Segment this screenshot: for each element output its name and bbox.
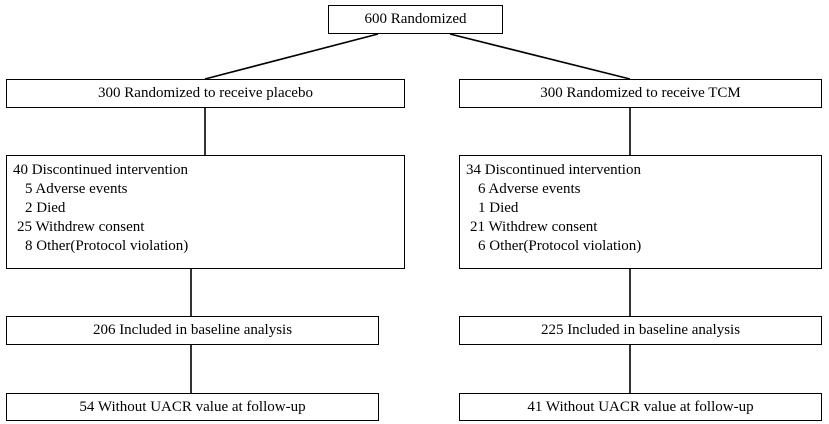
tcm-baseline-box: 225 Included in baseline analysis <box>459 316 822 345</box>
placebo-discontinued-title: 40 Discontinued intervention <box>13 162 188 178</box>
tcm-died: 1 Died <box>478 200 519 216</box>
randomized-total-box: 600 Randomized <box>328 5 503 34</box>
placebo-arm-box: 300 Randomized to receive placebo <box>6 79 405 108</box>
tcm-discontinued-box: 34 Discontinued intervention 6 Adverse e… <box>459 155 822 269</box>
placebo-discontinued-box: 40 Discontinued intervention 5 Adverse e… <box>6 155 405 269</box>
placebo-followup-box: 54 Without UACR value at follow-up <box>6 393 379 421</box>
connector-top-to-left <box>204 33 379 80</box>
tcm-withdrew-consent: 21 Withdrew consent <box>470 219 598 235</box>
placebo-died: 2 Died <box>25 200 66 216</box>
tcm-adverse-events: 6 Adverse events <box>478 181 581 197</box>
placebo-baseline-label: 206 Included in baseline analysis <box>92 322 293 338</box>
tcm-other-protocol-violation: 6 Other(Protocol violation) <box>478 238 642 254</box>
placebo-adverse-events: 5 Adverse events <box>25 181 128 197</box>
placebo-baseline-box: 206 Included in baseline analysis <box>6 316 379 345</box>
placebo-other-protocol-violation: 8 Other(Protocol violation) <box>25 238 189 254</box>
tcm-arm-box: 300 Randomized to receive TCM <box>459 79 822 108</box>
tcm-followup-label: 41 Without UACR value at follow-up <box>527 398 754 415</box>
tcm-discontinued-title: 34 Discontinued intervention <box>466 162 641 178</box>
placebo-withdrew-consent: 25 Withdrew consent <box>17 219 145 235</box>
placebo-arm-label: 300 Randomized to receive placebo <box>98 85 313 101</box>
tcm-followup-box: 41 Without UACR value at follow-up <box>459 393 822 421</box>
tcm-arm-label: 300 Randomized to receive TCM <box>540 85 741 101</box>
tcm-baseline-label: 225 Included in baseline analysis <box>540 322 741 338</box>
randomized-total-label: 600 Randomized <box>364 11 467 27</box>
connector-top-to-right <box>449 33 631 80</box>
placebo-followup-label: 54 Without UACR value at follow-up <box>79 398 306 415</box>
